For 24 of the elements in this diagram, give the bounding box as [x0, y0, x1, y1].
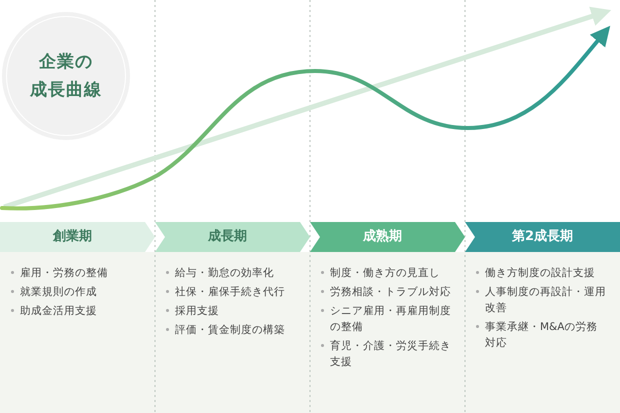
- bullet-item: シニア雇用・再雇用制度の整備: [320, 303, 451, 335]
- bullet-item: 社保・雇保手続き代行: [165, 284, 296, 300]
- title-text: 成長曲線: [28, 79, 103, 101]
- phase-title: 第2成長期: [510, 228, 574, 246]
- bullet-item: 労務相談・トラブル対応: [320, 284, 451, 300]
- arrow-tip: [300, 222, 310, 252]
- arrow-tip: [145, 222, 155, 252]
- phase-title: 成長期: [206, 228, 248, 246]
- arrow-tip: [455, 222, 465, 252]
- phase-header: [465, 222, 620, 252]
- bullet-item: 働き方制度の設計支援: [475, 265, 606, 281]
- bullet-item: 人事制度の再設計・運用改善: [475, 284, 606, 316]
- bullet-item: 給与・勤怠の効率化: [165, 265, 296, 281]
- bullet-item: 事業承継・M&Aの労務対応: [475, 319, 606, 351]
- bullet-item: 雇用・労務の整備: [10, 265, 141, 281]
- phase-title: 創業期: [52, 228, 93, 246]
- bullet-item: 制度・働き方の見直し: [320, 265, 451, 281]
- bullet-item: 育児・介護・労災手続き支援: [320, 338, 451, 370]
- title-text: 企業の: [38, 51, 94, 73]
- phase-title: 成熟期: [362, 228, 403, 246]
- bullet-item: 採用支援: [165, 303, 296, 319]
- bullet-item: 就業規則の作成: [10, 284, 141, 300]
- bullet-item: 評価・賃金制度の構築: [165, 322, 296, 338]
- bullet-item: 助成金活用支援: [10, 303, 141, 319]
